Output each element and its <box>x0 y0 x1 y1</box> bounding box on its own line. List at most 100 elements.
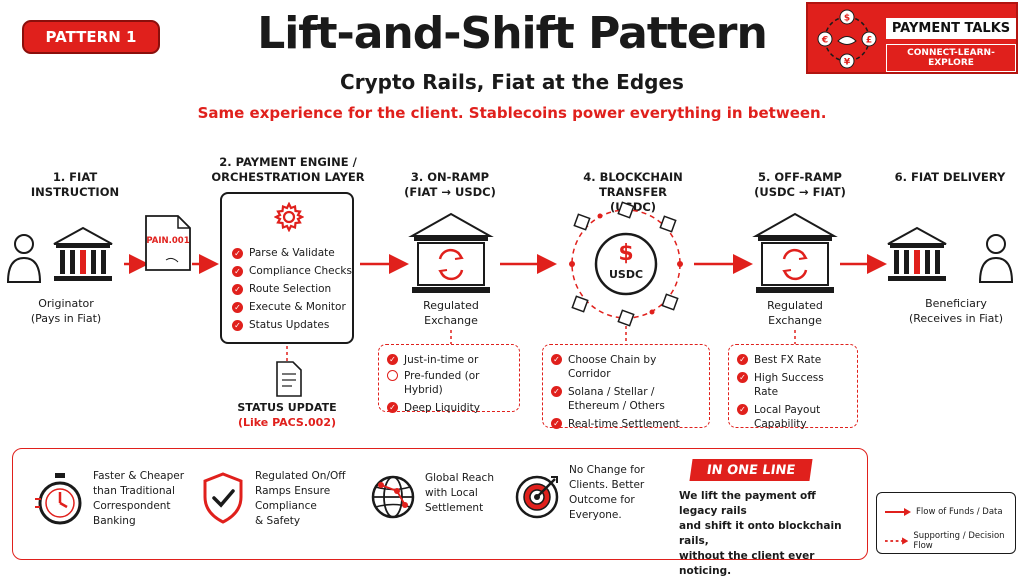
beneficiary-label: Beneficiary (Receives in Fiat) <box>894 296 1018 326</box>
engine-item: ✓Status Updates <box>232 316 352 334</box>
offramp-label-line-1: Regulated <box>767 299 823 312</box>
chain-detail-item: ✓Choose Chain by Corridor <box>551 353 701 381</box>
benefit-reach: Global Reach with Local Settlement <box>425 471 515 516</box>
pattern-badge-label: PATTERN 1 <box>45 28 137 46</box>
beneficiary-person-icon <box>978 234 1014 283</box>
usdc-label: USDC <box>608 268 644 281</box>
gear-icon <box>274 202 304 232</box>
one-line-text-line: without the client ever noticing. <box>679 550 815 576</box>
offramp-label-line-2: Exchange <box>768 314 822 327</box>
check-icon: ✓ <box>232 301 243 313</box>
tagline: Same experience for the client. Stableco… <box>197 104 827 122</box>
check-icon: ✓ <box>232 265 243 277</box>
engine-item-label: Parse & Validate <box>249 247 335 259</box>
offramp-label: Regulated Exchange <box>745 298 845 328</box>
benefit-speed: Faster & Cheaper than Traditional Corres… <box>93 469 193 529</box>
brand-slogan: CONNECT-LEARN-EXPLORE <box>886 44 1016 72</box>
benefit-compliance-line: & Safety <box>255 515 301 527</box>
step-5-title: 5. Off-Ramp (USDC → Fiat) <box>740 170 860 200</box>
chain-detail-item: ✓Real-time Settlement <box>551 417 701 431</box>
hybrid-toggle-icon <box>387 370 398 381</box>
status-update-title: STATUS UPDATE <box>237 401 337 414</box>
onramp-detail-item: Pre-funded (or Hybrid) <box>387 369 511 397</box>
offramp-detail-item: ✓ Best FX Rate <box>737 353 849 367</box>
benefit-compliance: Regulated On/Off Ramps Ensure Compliance… <box>255 469 361 529</box>
blockchain-network-icon <box>569 201 683 327</box>
solid-arrow-icon <box>885 508 911 516</box>
usdc-dollar-symbol: $ <box>618 241 634 266</box>
page-subtitle: Crypto Rails, Fiat at the Edges <box>340 70 684 94</box>
brand-block: $ € £ ¥ PAYMENT TALKS CONNECT-LEARN-EXPL… <box>806 2 1018 74</box>
onramp-detail-item: ✓ Just-in-time or <box>387 353 511 367</box>
onramp-detail-label: Pre-funded (or Hybrid) <box>404 370 480 396</box>
check-icon: ✓ <box>232 247 243 259</box>
benefit-compliance-line: Compliance <box>255 500 317 512</box>
onramp-exchange-icon <box>408 212 494 293</box>
originator-label-line-2: (Pays in Fiat) <box>30 312 102 325</box>
svg-text:€: € <box>821 36 828 46</box>
svg-text:$: $ <box>844 14 850 24</box>
offramp-detail-item: ✓High Success Rate <box>737 371 849 399</box>
pain-document-label: PAIN.001 <box>146 236 190 246</box>
step-6-title: 6. Fiat Delivery <box>880 170 1020 185</box>
benefit-client-line: No Change for <box>569 464 645 476</box>
check-icon: ✓ <box>737 354 748 365</box>
currency-cycle-logo-icon: $ € £ ¥ <box>812 8 882 70</box>
step-2-title: 2. Payment Engine / Orchestration Layer <box>204 155 372 185</box>
step-1-title: 1. Fiat Instruction <box>10 170 140 200</box>
engine-item-label: Status Updates <box>249 319 330 331</box>
chain-detail-label: Solana / Stellar / <box>568 386 655 398</box>
one-line-summary: IN ONE LINE We lift the payment off lega… <box>679 459 851 576</box>
engine-item-label: Compliance Checks <box>249 265 352 277</box>
step-3-title: 3. On-Ramp (Fiat → USDC) <box>390 170 510 200</box>
step-3-title-line-2: (Fiat → USDC) <box>404 185 496 199</box>
dashed-arrow-icon <box>885 537 909 545</box>
one-line-text-line: We lift the payment off legacy rails <box>679 490 816 517</box>
blockchain-details-box: ✓Choose Chain by Corridor ✓ Solana / Stel… <box>542 344 710 431</box>
benefit-reach-line: Global Reach <box>425 472 494 484</box>
offramp-detail-label-continued: Capability <box>754 418 807 430</box>
step-3-title-line-1: 3. On-Ramp <box>410 170 490 184</box>
benefit-client: No Change for Clients. Better Outcome fo… <box>569 463 669 523</box>
check-icon: ✓ <box>737 404 748 415</box>
legend-dashed-label: Supporting / Decision Flow <box>913 531 1005 551</box>
step-1-title-line: 1. Fiat Instruction <box>30 170 120 199</box>
brand-name: PAYMENT TALKS <box>886 18 1016 39</box>
offramp-detail-label: Best FX Rate <box>754 354 822 366</box>
globe-icon <box>371 475 415 519</box>
legend-solid: Flow of Funds / Data <box>885 507 1003 517</box>
one-line-text: We lift the payment off legacy rails and… <box>679 489 851 576</box>
svg-text:£: £ <box>866 36 872 46</box>
legend-dashed: Supporting / Decision Flow <box>885 531 1015 551</box>
engine-checklist: ✓ Parse & Validate ✓ Compliance Checks ✓Ro… <box>232 244 352 334</box>
legend: Flow of Funds / Data Supporting / Decisi… <box>876 492 1016 554</box>
check-icon: ✓ <box>387 354 398 365</box>
legend-solid-label: Flow of Funds / Data <box>916 507 1003 517</box>
benefit-client-line: Clients. Better <box>569 479 645 491</box>
pattern-badge: PATTERN 1 <box>22 20 160 54</box>
benefit-compliance-line: Ramps Ensure <box>255 485 331 497</box>
benefit-reach-line: Settlement <box>425 502 484 514</box>
beneficiary-label-line-2: (Receives in Fiat) <box>908 312 1004 325</box>
benefit-compliance-line: Regulated On/Off <box>255 470 346 482</box>
shield-check-icon <box>203 472 243 524</box>
svg-text:¥: ¥ <box>844 58 851 68</box>
check-icon: ✓ <box>551 386 562 397</box>
offramp-details-box: ✓Best FX Rate ✓High Success Rate ✓Local … <box>728 344 858 430</box>
benefit-speed-line: Faster & Cheaper <box>93 470 185 482</box>
onramp-detail-item: ✓Deep Liquidity <box>387 401 511 415</box>
status-update-label: STATUS UPDATE (Like PACS.002) <box>222 400 352 430</box>
engine-item: ✓Route Selection <box>232 280 352 298</box>
onramp-label: Regulated Exchange <box>401 298 501 328</box>
beneficiary-label-line-1: Beneficiary <box>925 297 987 310</box>
check-icon: ✓ <box>551 418 562 429</box>
chain-detail-label-continued: Ethereum / Others <box>568 400 665 412</box>
one-line-title-text: IN ONE LINE <box>705 462 797 478</box>
status-update-subtitle: (Like PACS.002) <box>237 416 337 429</box>
beneficiary-bank-icon <box>887 226 947 281</box>
benefit-speed-line: than Traditional <box>93 485 175 497</box>
offramp-exchange-icon <box>752 212 838 293</box>
onramp-detail-label: Just-in-time or <box>404 354 479 366</box>
check-icon: ✓ <box>737 372 748 383</box>
benefit-client-line: Outcome for <box>569 494 635 506</box>
